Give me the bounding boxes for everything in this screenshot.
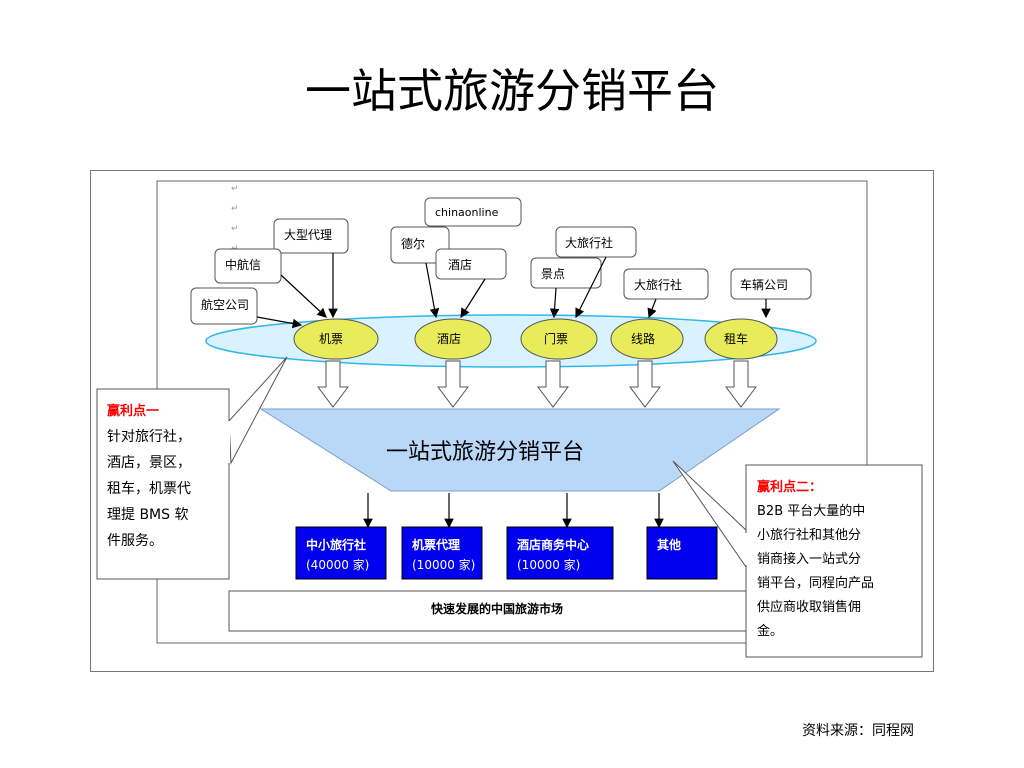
supplier-car-company: 车辆公司 <box>730 268 812 300</box>
platform-label: 一站式旅游分销平台 <box>386 440 584 465</box>
supplier-hotel: 酒店 <box>435 248 507 280</box>
svg-text:(10000 家): (10000 家) <box>517 557 580 572</box>
supplier-chinaonline: chinaonline <box>424 197 522 227</box>
svg-text:航空公司: 航空公司 <box>201 297 249 312</box>
svg-text:车辆公司: 车辆公司 <box>740 277 788 292</box>
svg-text:大旅行社: 大旅行社 <box>634 277 682 292</box>
svg-text:↵: ↵ <box>231 184 239 194</box>
supplier-arrows <box>256 253 771 329</box>
svg-text:酒店: 酒店 <box>437 332 461 346</box>
svg-text:酒店: 酒店 <box>448 258 472 272</box>
product-flight: 机票 <box>293 318 379 360</box>
product-route: 线路 <box>610 318 684 360</box>
platform-funnel: 一站式旅游分销平台 <box>259 408 781 492</box>
product-hotel: 酒店 <box>414 318 492 360</box>
svg-text:销商接入一站式分: 销商接入一站式分 <box>757 551 861 567</box>
svg-text:租车: 租车 <box>724 331 748 346</box>
svg-text:针对旅行社，: 针对旅行社， <box>107 429 191 445</box>
diagram-frame: ↵↵↵ ↵↵ 大型代理 中航信 航空公司 chinaonline 德尔 酒店 <box>90 170 934 672</box>
svg-text:B2B 平台大量的中: B2B 平台大量的中 <box>757 503 865 519</box>
svg-text:大型代理: 大型代理 <box>284 228 332 242</box>
svg-text:快速发展的中国旅游市场: 快速发展的中国旅游市场 <box>431 601 563 616</box>
svg-text:门票: 门票 <box>544 331 568 346</box>
channel-other: 其他 <box>646 526 718 580</box>
channel-flight-agents: 机票代理 (10000 家) <box>401 526 483 580</box>
channel-small-agencies: 中小旅行社 (40000 家) <box>295 526 387 580</box>
svg-text:↵: ↵ <box>231 204 239 214</box>
svg-text:线路: 线路 <box>631 331 655 346</box>
svg-text:大旅行社: 大旅行社 <box>565 235 613 250</box>
supplier-large-agent: 大型代理 <box>273 218 349 254</box>
svg-text:金。: 金。 <box>757 623 783 639</box>
supplier-big-travel-1: 大旅行社 <box>555 226 637 258</box>
flow-arrows <box>317 360 757 408</box>
product-ticket: 门票 <box>520 318 598 360</box>
slide-title: 一站式旅游分销平台 <box>305 64 719 118</box>
platform-diagram: ↵↵↵ ↵↵ 大型代理 中航信 航空公司 chinaonline 德尔 酒店 <box>96 180 923 658</box>
svg-text:景点: 景点 <box>541 267 565 281</box>
supplier-deer: 德尔 <box>390 226 450 264</box>
svg-text:酒店，景区，: 酒店，景区， <box>107 455 191 471</box>
channel-arrows <box>363 493 664 529</box>
svg-text:小旅行社和其他分: 小旅行社和其他分 <box>757 527 861 543</box>
svg-text:赢利点一: 赢利点一 <box>107 403 159 419</box>
svg-text:销平台，同程向产品: 销平台，同程向产品 <box>757 575 874 591</box>
profit-callout-2: 赢利点二： B2B 平台大量的中 小旅行社和其他分 销商接入一站式分 销平台，同… <box>672 460 923 658</box>
svg-text:赢利点二：: 赢利点二： <box>757 479 822 495</box>
supplier-scenic: 景点 <box>530 257 602 289</box>
profit-callout-1: 赢利点一 针对旅行社， 酒店，景区， 租车，机票代 理提 BMS 软 件服务。 <box>96 356 288 580</box>
svg-text:租车，机票代: 租车，机票代 <box>107 480 191 497</box>
supplier-airline: 航空公司 <box>190 287 258 325</box>
supplier-big-travel-2: 大旅行社 <box>623 268 709 300</box>
channel-hotel-business-center: 酒店商务中心 (10000 家) <box>506 526 614 580</box>
svg-text:中小旅行社: 中小旅行社 <box>306 537 366 552</box>
product-car-rental: 租车 <box>704 318 778 360</box>
svg-text:↵: ↵ <box>231 224 239 234</box>
svg-text:德尔: 德尔 <box>401 236 425 251</box>
svg-text:供应商收取销售佣: 供应商收取销售佣 <box>757 599 861 615</box>
svg-text:(10000 家): (10000 家) <box>412 557 475 572</box>
svg-text:理提 BMS 软: 理提 BMS 软 <box>107 507 188 523</box>
svg-text:chinaonline: chinaonline <box>435 206 499 219</box>
svg-text:酒店商务中心: 酒店商务中心 <box>517 537 589 552</box>
svg-text:件服务。: 件服务。 <box>107 533 163 549</box>
svg-text:(40000 家): (40000 家) <box>306 557 369 572</box>
svg-text:其他: 其他 <box>657 537 681 552</box>
source-note: 资料来源：同程网 <box>802 723 914 739</box>
supplier-china-eastern: 中航信 <box>214 248 282 284</box>
svg-text:机票代理: 机票代理 <box>412 537 460 552</box>
svg-text:中航信: 中航信 <box>225 257 261 272</box>
market-bar: 快速发展的中国旅游市场 <box>228 590 784 632</box>
svg-text:机票: 机票 <box>319 332 343 346</box>
